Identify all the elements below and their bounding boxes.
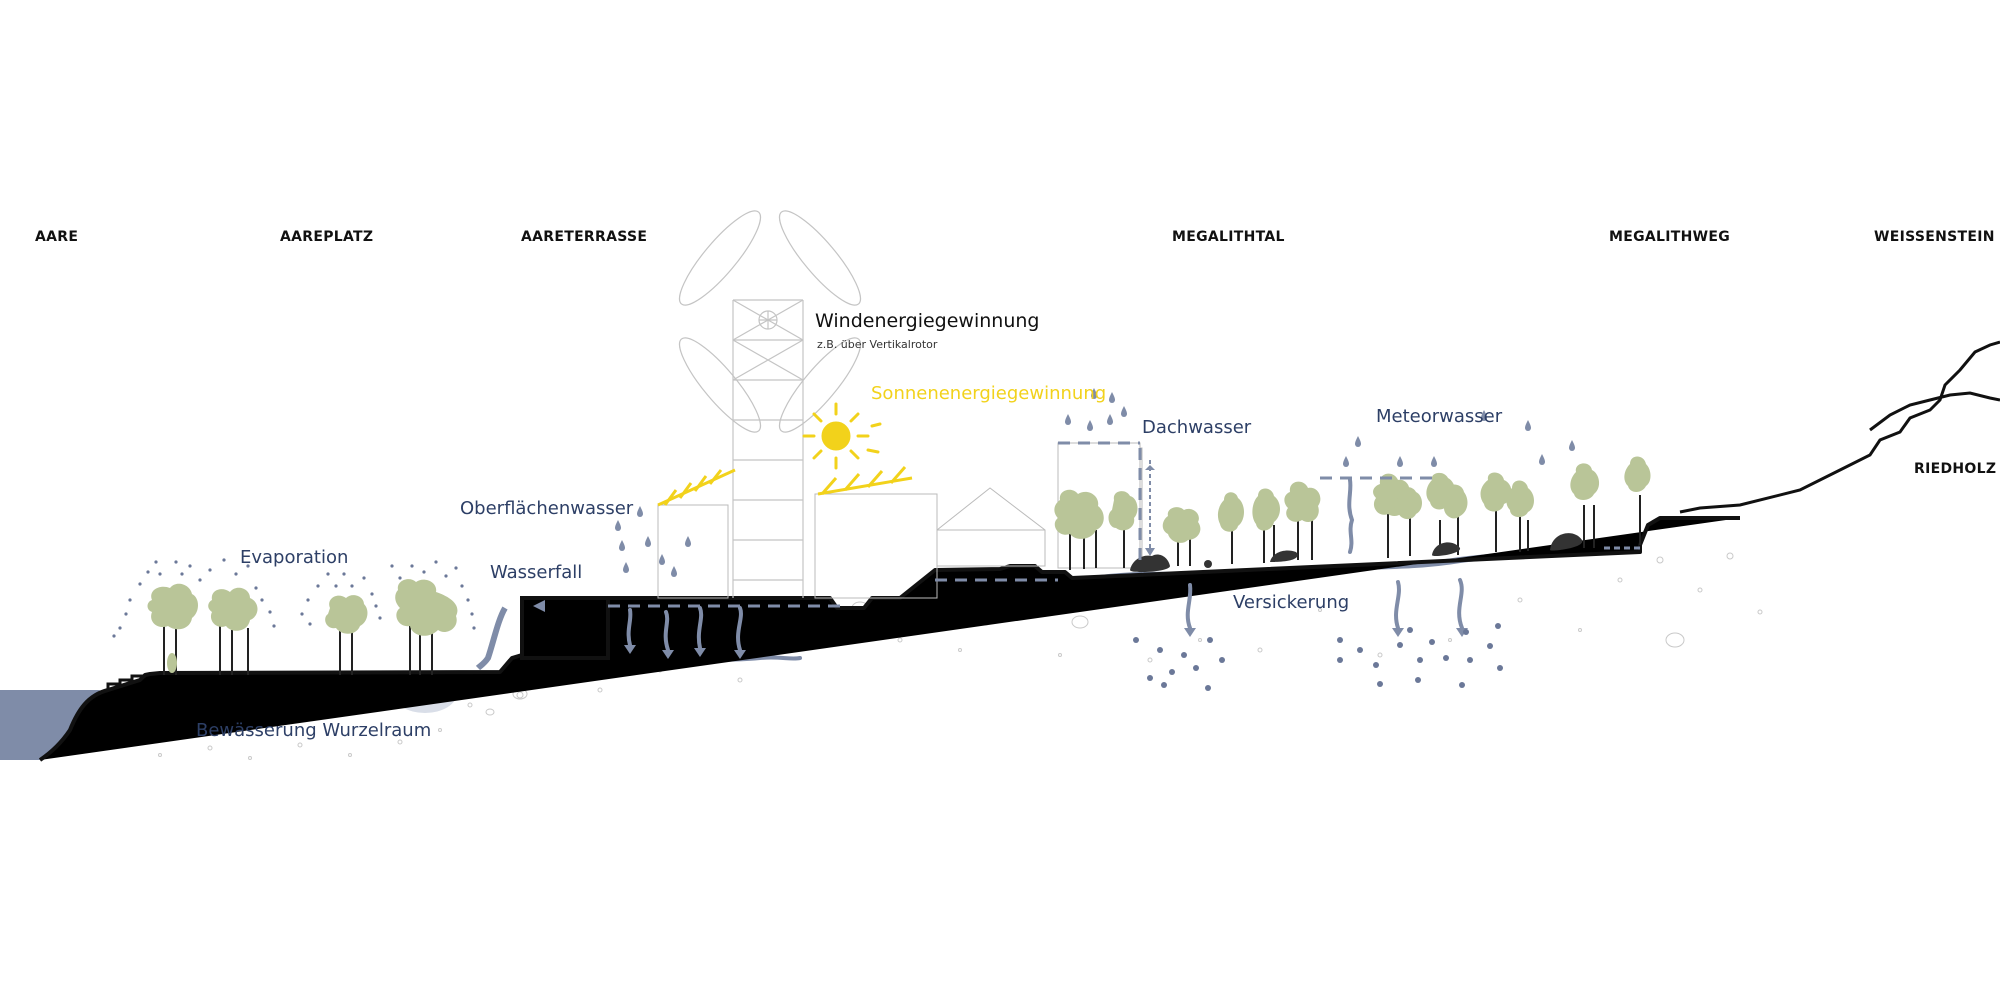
label-versickerung: Versickerung — [1233, 592, 1350, 613]
weissenstein-slope — [1679, 340, 2000, 514]
weissenstein-ridge — [1869, 391, 2000, 432]
wind-turbine — [678, 210, 862, 598]
label-meteorwasser: Meteorwasser — [1376, 406, 1503, 427]
terrain-profile-line — [40, 518, 1740, 760]
seepage-dots — [1133, 623, 1503, 691]
place-aareterrasse: AARETERRASSE — [521, 229, 648, 245]
trees-aareplatz — [147, 579, 458, 675]
river-steps — [106, 674, 146, 690]
water-collection-dashes — [608, 441, 1440, 608]
label-wind-energy: Windenergiegewinnung — [815, 310, 1040, 332]
place-megalithweg: MEGALITHWEG — [1609, 229, 1731, 245]
label-oberflaechenwasser: Oberflächenwasser — [460, 498, 634, 519]
terrace-structure — [520, 596, 610, 660]
waterfall-water — [475, 606, 508, 671]
place-aare: AARE — [35, 229, 79, 245]
label-wind-subtitle: z.B. über Vertikalrotor — [817, 338, 938, 351]
evaporation-dots — [112, 558, 476, 638]
aare-river-water — [0, 690, 100, 760]
solar-panels — [657, 466, 913, 507]
label-dachwasser: Dachwasser — [1142, 417, 1252, 438]
sun-icon — [802, 402, 882, 470]
label-solar-energy: Sonnenenergiegewinnung — [871, 383, 1107, 404]
place-megalithtal: MEGALITHTAL — [1172, 229, 1285, 245]
place-riedholz: RIEDHOLZ — [1914, 461, 1997, 477]
place-weissenstein: WEISSENSTEIN — [1874, 229, 1995, 245]
label-wasserfall: Wasserfall — [490, 562, 583, 583]
trees-megalithtal — [1054, 456, 1651, 570]
buildings — [657, 442, 1143, 599]
infiltration-arrowheads — [533, 465, 1468, 659]
label-evaporation: Evaporation — [240, 547, 349, 568]
infiltration-arrows — [626, 478, 1464, 652]
place-aareplatz: AAREPLATZ — [280, 229, 374, 245]
label-bewaesserung-wurzelraum: Bewässerung Wurzelraum — [196, 720, 432, 741]
